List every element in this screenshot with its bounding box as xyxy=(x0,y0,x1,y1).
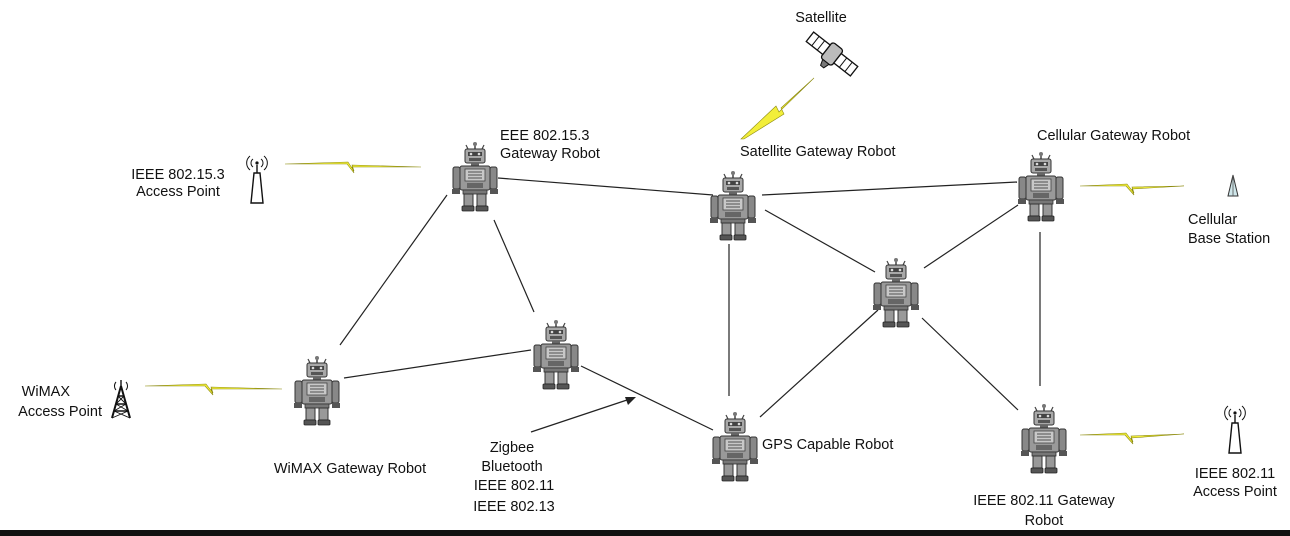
protocols-label-line4: IEEE 802.13 xyxy=(473,499,554,515)
lightning-bolt-icon xyxy=(144,383,283,396)
gps-robot-label: GPS Capable Robot xyxy=(762,437,893,453)
protocols-label-line1: Zigbee xyxy=(490,440,534,456)
link-midrobot-gps xyxy=(580,365,714,431)
link-wimaxgw-midrobot xyxy=(343,349,532,379)
labels: Satellite EEE 802.15.3 Gateway Robot IEE… xyxy=(18,10,1277,529)
ap-15-3-label-line2: Access Point xyxy=(136,184,220,200)
protocols-label-line2: Bluetooth xyxy=(481,459,542,475)
satellite-label: Satellite xyxy=(795,10,847,26)
link-satgw-center xyxy=(764,209,876,273)
link-gw153-wimaxgw xyxy=(339,194,448,346)
wimax-gateway-label: WiMAX Gateway Robot xyxy=(274,461,426,477)
tower-icon xyxy=(111,380,131,419)
satellite-gateway-label: Satellite Gateway Robot xyxy=(740,144,896,160)
cellular-base-station-label-line2: Base Station xyxy=(1188,231,1270,247)
link-gw153-midrobot xyxy=(493,219,535,313)
ap-11-label-line1: IEEE 802.11 xyxy=(1195,466,1275,482)
base-station-icon xyxy=(1227,174,1239,197)
ap-15-3-label-line1: IEEE 802.15.3 xyxy=(131,167,225,183)
robot-icon xyxy=(1017,151,1065,222)
lightning-bolt-icon xyxy=(284,161,422,174)
robot-icon xyxy=(532,319,580,390)
robot-icon xyxy=(711,411,759,482)
bottom-border xyxy=(0,530,1290,536)
antenna-icon xyxy=(245,155,269,204)
protocols-label-line3: IEEE 802.11 xyxy=(474,478,554,494)
wimax-ap-label-line2: Access Point xyxy=(18,404,102,420)
wimax-ap-label-line1: WiMAX xyxy=(22,384,71,400)
ap-11-label-line2: Access Point xyxy=(1193,484,1277,500)
link-gps-center xyxy=(759,309,879,418)
lightning-bolt-icon xyxy=(1079,183,1185,196)
wireless-links xyxy=(144,77,1185,445)
robot-icon xyxy=(451,141,499,212)
satellite-icon xyxy=(805,31,859,77)
cellular-gateway-label: Cellular Gateway Robot xyxy=(1037,128,1190,144)
robot-icon xyxy=(1020,403,1068,474)
link-satgw-cellgw xyxy=(761,181,1018,196)
gateway-11-label-line1: IEEE 802.11 Gateway xyxy=(973,493,1115,509)
link-center-gw11 xyxy=(921,317,1019,411)
wired-links xyxy=(339,177,1041,431)
antenna-icon xyxy=(1223,405,1247,454)
cellular-base-station-label-line1: Cellular xyxy=(1188,212,1237,228)
robot-icon xyxy=(709,170,757,241)
link-center-cellgw xyxy=(923,204,1019,269)
robot-icon xyxy=(872,257,920,328)
gateway-15-3-label-line2: Gateway Robot xyxy=(500,146,600,162)
link-gw153-satgw xyxy=(497,177,714,196)
gateway-11-label-line2: Robot xyxy=(1025,513,1064,529)
lightning-bolt-icon xyxy=(1079,432,1185,445)
lightning-bolt-icon xyxy=(740,77,815,140)
protocols-arrow xyxy=(530,397,636,433)
robot-icon xyxy=(293,355,341,426)
gateway-15-3-label-line1: EEE 802.15.3 xyxy=(500,128,590,144)
